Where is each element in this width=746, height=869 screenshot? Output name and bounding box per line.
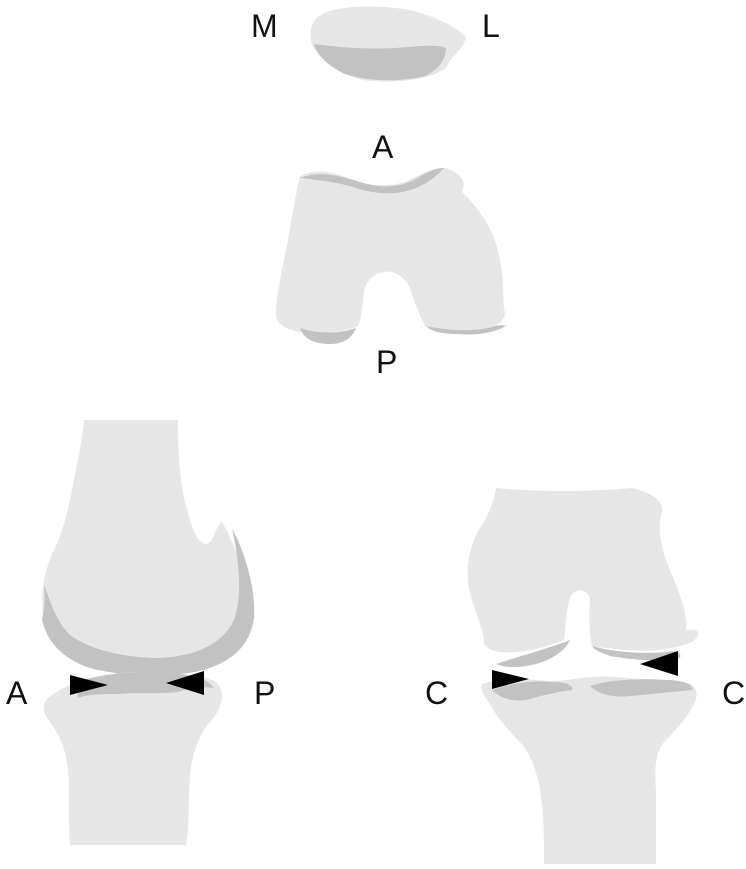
label-lateral: L bbox=[482, 8, 500, 44]
coronal-femur-bone bbox=[468, 488, 699, 652]
sagittal-view: A P bbox=[6, 420, 275, 845]
patella-view: M L bbox=[251, 7, 500, 82]
label-posterior-bottom: P bbox=[376, 344, 397, 380]
sagittal-femur-bone bbox=[42, 420, 250, 673]
label-anterior-left: A bbox=[6, 675, 28, 711]
label-posterior-right: P bbox=[254, 675, 275, 711]
label-collateral-right: C bbox=[722, 675, 745, 711]
coronal-tibia-bone bbox=[481, 677, 696, 865]
sagittal-tibia-bone bbox=[44, 672, 222, 845]
label-anterior-top: A bbox=[372, 129, 394, 165]
label-collateral-left: C bbox=[425, 675, 448, 711]
femur-axial-view: A P bbox=[276, 129, 506, 380]
patella-cartilage bbox=[314, 44, 446, 80]
coronal-view: C C bbox=[425, 488, 745, 864]
label-medial: M bbox=[251, 8, 278, 44]
